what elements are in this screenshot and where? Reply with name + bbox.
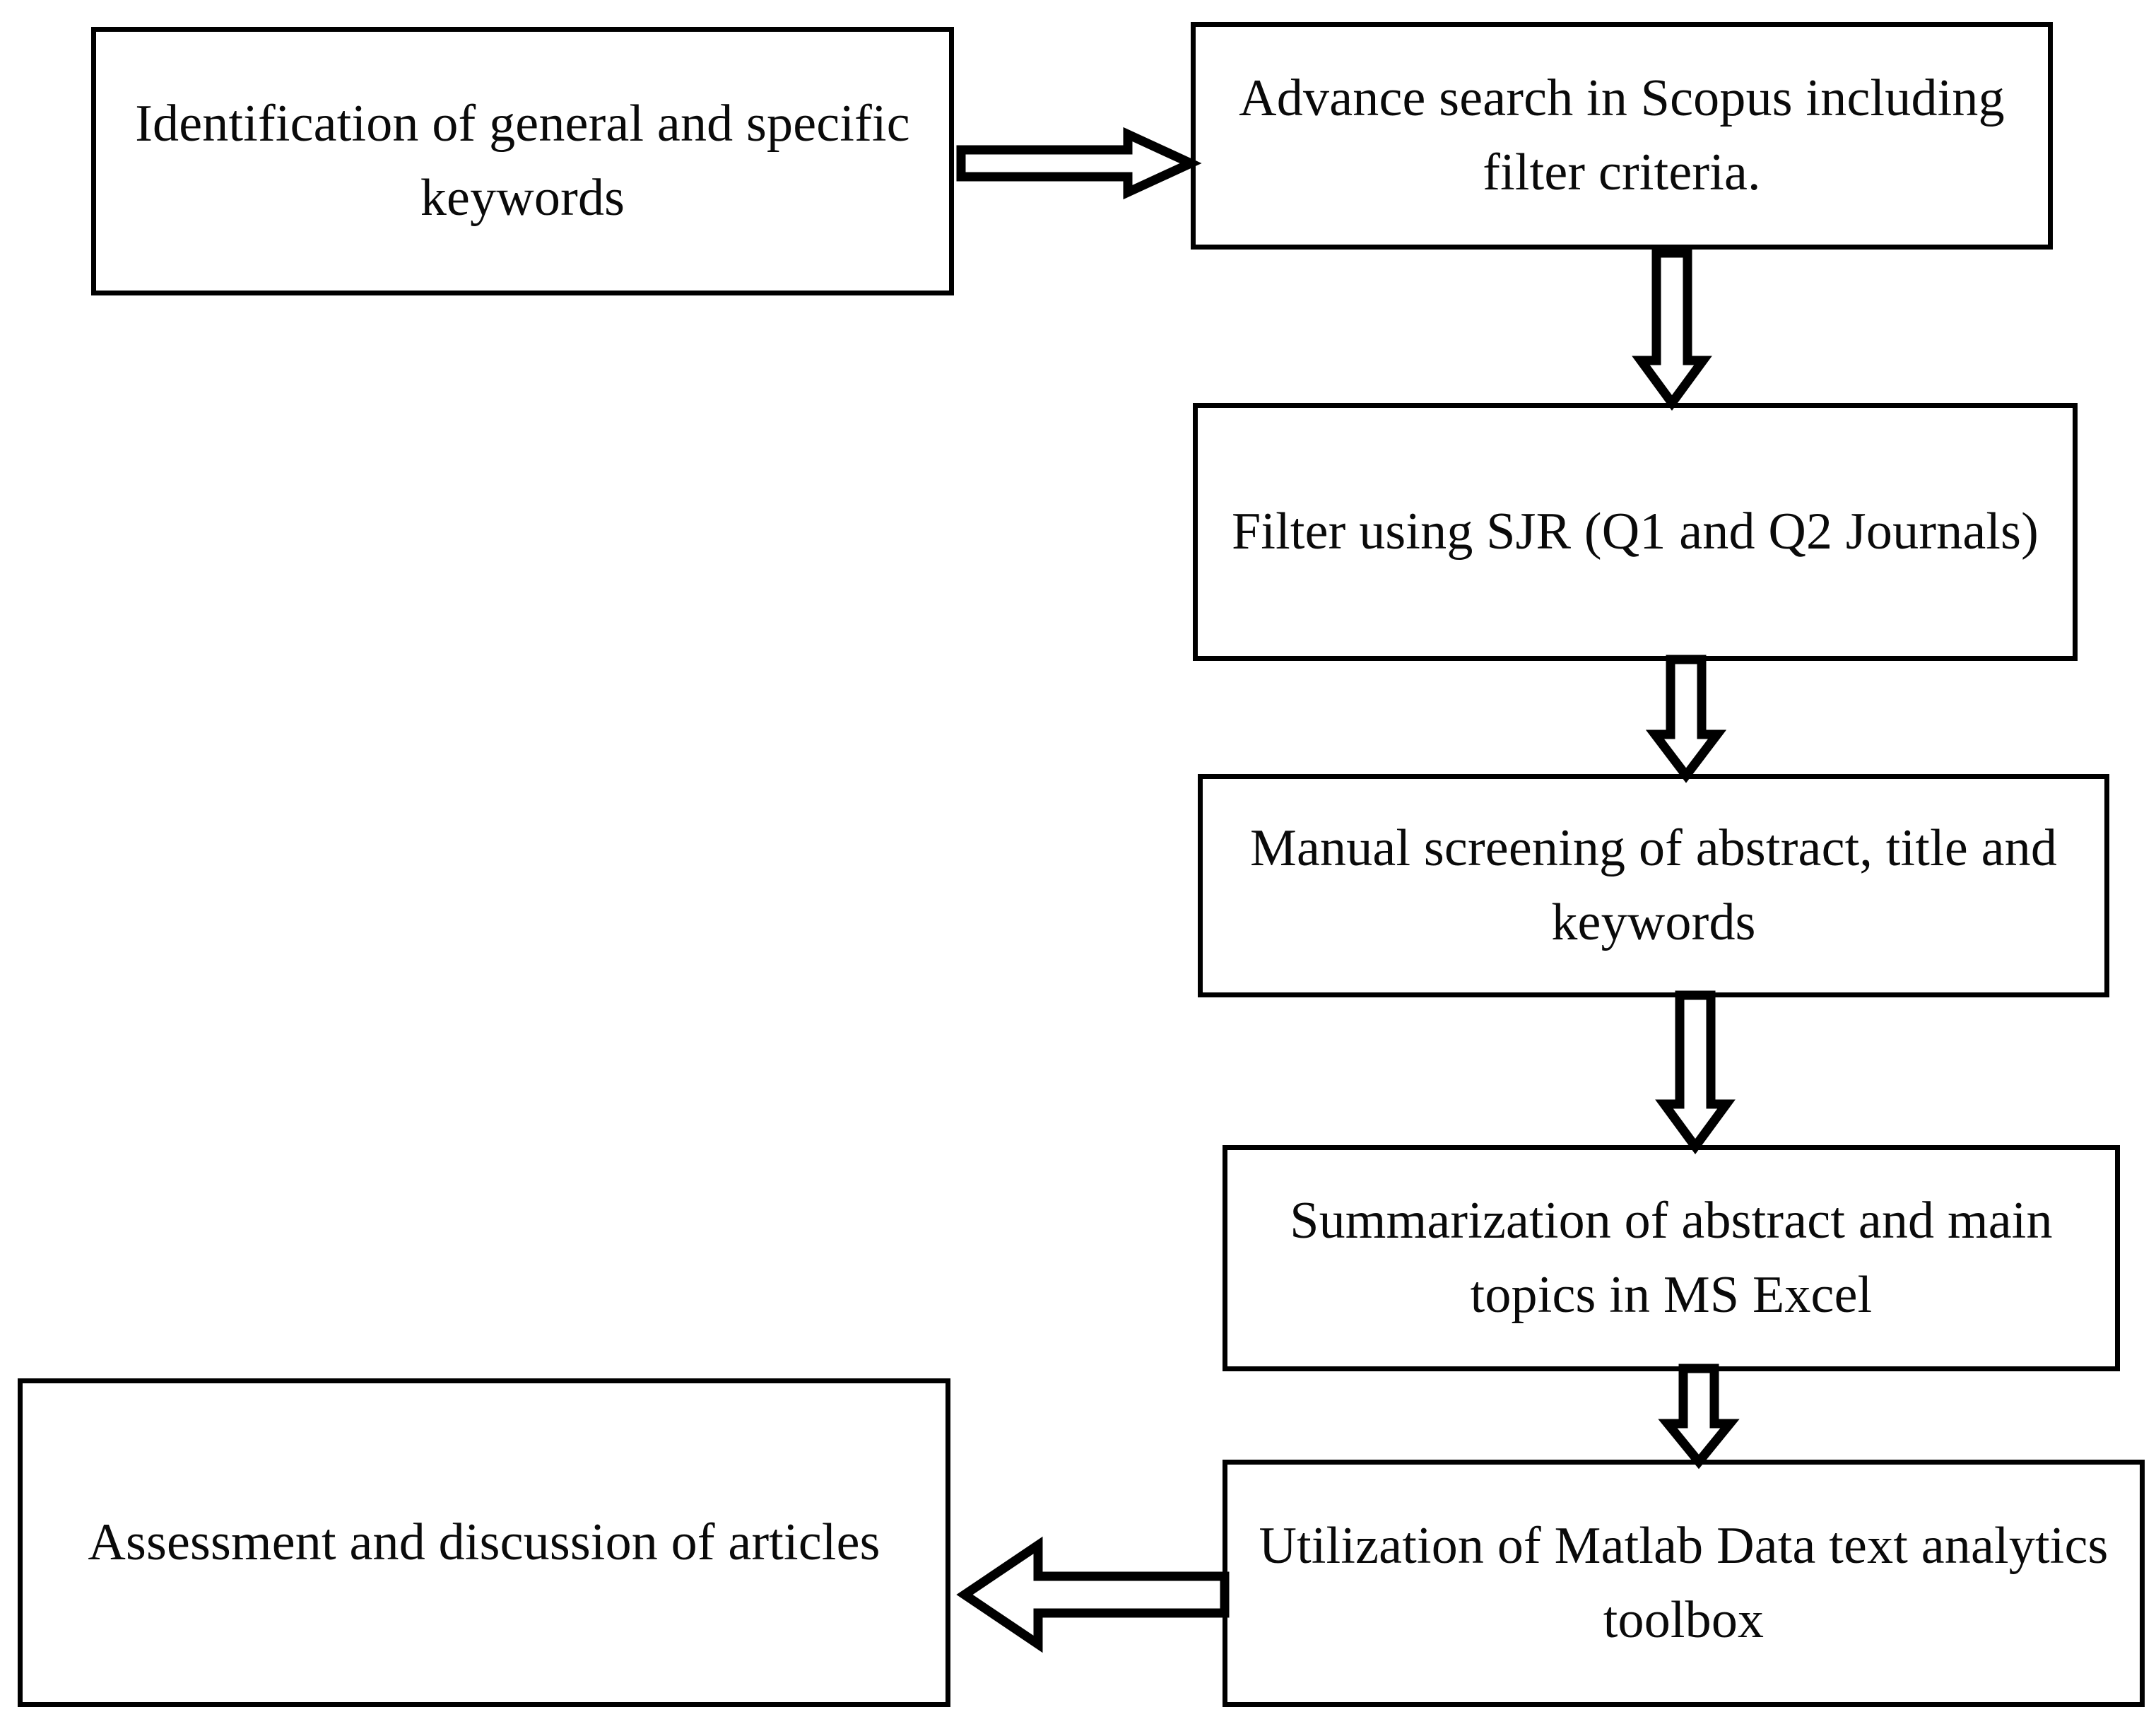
flow-node-filter-sjr[interactable]: Filter using SJR (Q1 and Q2 Journals) (1193, 403, 2078, 661)
flow-node-identification[interactable]: Identification of general and specific k… (91, 27, 954, 295)
flow-node-label: Advance search in Scopus including filte… (1239, 69, 2005, 201)
flow-node-advance-search[interactable]: Advance search in Scopus including filte… (1191, 22, 2053, 250)
flow-node-matlab-toolbox[interactable]: Utilization of Matlab Data text analytic… (1223, 1460, 2145, 1707)
flow-node-label: Identification of general and specific k… (135, 94, 910, 227)
flow-node-manual-screening[interactable]: Manual screening of abstract, title and … (1198, 774, 2109, 997)
arrow-down-icon (1641, 253, 1703, 403)
flow-node-label: Manual screening of abstract, title and … (1249, 819, 2058, 951)
flow-node-assessment[interactable]: Assessment and discussion of articles (18, 1378, 950, 1707)
flow-node-label: Utilization of Matlab Data text analytic… (1259, 1516, 2109, 1649)
arrow-down-icon (1668, 1368, 1730, 1462)
flow-node-label: Filter using SJR (Q1 and Q2 Journals) (1231, 502, 2039, 561)
arrow-right-icon (961, 134, 1191, 192)
flow-node-label: Summarization of abstract and main topic… (1290, 1191, 2053, 1324)
arrow-left-icon (965, 1545, 1225, 1644)
flow-node-label: Assessment and discussion of articles (88, 1513, 880, 1571)
flow-node-summarization[interactable]: Summarization of abstract and main topic… (1223, 1145, 2120, 1371)
arrow-down-icon (1655, 659, 1717, 775)
arrow-down-icon (1664, 995, 1726, 1147)
